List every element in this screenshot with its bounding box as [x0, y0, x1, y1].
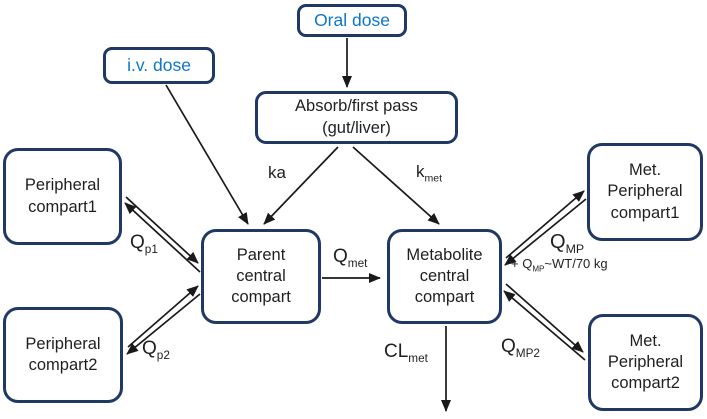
metabolite-central-line1: Metabolite	[406, 245, 483, 264]
oral-dose-box: Oral dose	[297, 4, 407, 37]
arrow-qp1-to-peripheral1	[124, 202, 201, 273]
met-peripheral1-line3: compart1	[610, 203, 680, 222]
absorb-line1: Absorb/first pass	[295, 97, 418, 116]
arrow-qp1-to-parent	[125, 196, 199, 264]
arrow-qmp2-to-metabolite	[503, 290, 586, 361]
arrow-iv-to-parent	[165, 84, 249, 225]
iv-dose-label: i.v. dose	[127, 55, 191, 75]
peripheral-compart2-box: Peripheral compart2	[3, 307, 123, 403]
arrow-ka-absorb-to-parent	[263, 146, 339, 225]
iv-dose-box: i.v. dose	[103, 47, 215, 84]
met-peripheral2-line2: Peripheral	[607, 352, 684, 371]
arrow-qmp2-to-met-peripheral2	[505, 283, 584, 353]
label-qmet: Qmet	[333, 246, 368, 270]
met-peripheral1-line1: Met.	[628, 161, 662, 180]
arrow-kmet-absorb-to-metabolite	[352, 146, 440, 225]
peripheral2-line2: compart2	[28, 356, 98, 374]
parent-central-line3: compart	[231, 288, 291, 307]
met-peripheral2-line3: compart2	[611, 374, 680, 393]
peripheral2-line1: Peripheral	[25, 334, 101, 353]
label-ka: ka	[268, 163, 286, 182]
absorb-line2: (gut/liver)	[322, 118, 391, 137]
arrow-qp2-to-parent	[127, 285, 199, 348]
met-peripheral-compart1-box: Met. Peripheral compart1	[587, 143, 703, 241]
parent-central-compart-box: Parent central compart	[201, 229, 321, 324]
label-qmp-weight-scaling: + QMP~WT/70 kg	[511, 256, 608, 274]
label-qp2: Qp2	[142, 338, 170, 362]
parent-central-line2: central	[236, 266, 286, 285]
absorb-first-pass-box: Absorb/first pass (gut/liver)	[255, 91, 458, 144]
metabolite-central-line2: central	[419, 266, 470, 285]
arrow-qmp-to-metabolite	[504, 198, 587, 266]
metabolite-central-line3: compart	[414, 288, 475, 307]
arrow-qp2-to-peripheral2	[126, 293, 201, 355]
metabolite-central-compart-box: Metabolite central compart	[387, 229, 502, 324]
label-clmet: CLmet	[384, 341, 428, 365]
met-peripheral-compart2-box: Met. Peripheral compart2	[588, 314, 703, 411]
met-peripheral2-line1: Met.	[629, 331, 662, 350]
label-qmp2: QMP2	[501, 336, 540, 360]
label-qp1: Qp1	[130, 232, 158, 256]
arrow-qmp-to-met-peripheral1	[505, 190, 585, 259]
peripheral1-line1: Peripheral	[24, 176, 101, 195]
met-peripheral1-line2: Peripheral	[607, 182, 683, 201]
peripheral1-line2: compart1	[28, 197, 97, 216]
label-kmet: kmet	[416, 162, 443, 185]
oral-dose-label: Oral dose	[314, 10, 390, 30]
label-qmp: QMP	[550, 231, 585, 256]
parent-central-line1: Parent	[236, 245, 286, 264]
peripheral-compart1-box: Peripheral compart1	[3, 148, 122, 245]
